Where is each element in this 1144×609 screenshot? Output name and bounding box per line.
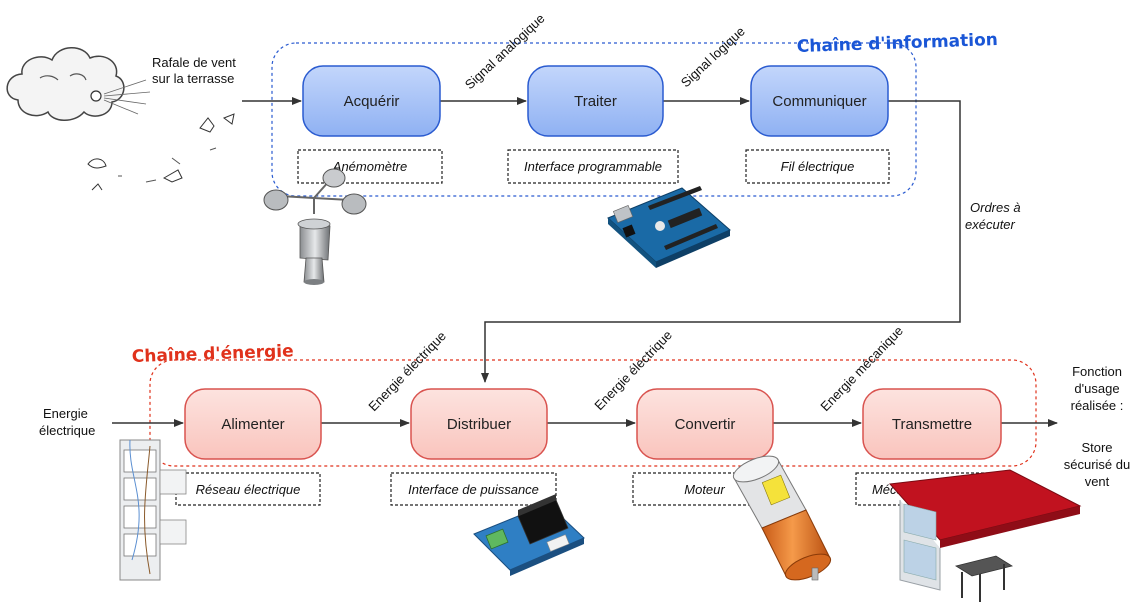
motor-icon	[732, 455, 832, 581]
awning-icon	[888, 469, 1082, 602]
anemometer-icon	[263, 168, 367, 285]
function-label: Transmettre	[892, 416, 972, 433]
function-label: Distribuer	[447, 416, 511, 433]
component-box-fil-electrique: Fil électrique	[745, 149, 890, 184]
function-alimenter: Alimenter	[184, 388, 322, 460]
component-label: Interface programmable	[524, 159, 662, 174]
component-label: Fil électrique	[781, 159, 855, 174]
result-line3: réalisée :	[1071, 398, 1124, 413]
component-label: Anémomètre	[332, 159, 407, 174]
information-chain-boundary	[271, 42, 917, 197]
energy-input-label-line2: électrique	[39, 423, 95, 438]
cloud-wind-icon	[6, 47, 235, 191]
breaker-panel-icon	[119, 439, 187, 581]
function-acquerir: Acquérir	[302, 65, 441, 137]
relay-module-icon	[473, 494, 585, 576]
wind-input-label-line1: Rafale de vent	[152, 55, 236, 70]
function-communiquer: Communiquer	[750, 65, 889, 137]
result-line4: Store	[1081, 440, 1112, 455]
component-box-reseau-electrique: Réseau électrique	[175, 472, 321, 506]
function-convertir: Convertir	[636, 388, 774, 460]
function-label: Traiter	[574, 93, 617, 110]
component-label: Moteur	[684, 482, 725, 497]
function-transmettre: Transmettre	[862, 388, 1002, 460]
function-traiter: Traiter	[527, 65, 664, 137]
wind-input-label-line2: sur la terrasse	[152, 71, 234, 86]
arduino-board-icon	[607, 186, 731, 268]
component-box-interface-puissance: Interface de puissance	[390, 472, 557, 506]
component-box-anemometre: Anémomètre	[297, 149, 443, 184]
energy-chain-title: Chaîne d'énergie	[131, 341, 293, 367]
result-line2: d'usage	[1074, 381, 1119, 396]
energy-input-label-line1: Energie	[43, 406, 88, 421]
function-label: Alimenter	[221, 416, 284, 433]
signal-logic-label: Signal logique	[678, 24, 748, 91]
function-label: Acquérir	[344, 93, 400, 110]
result-line6: vent	[1085, 474, 1110, 489]
component-label: Réseau électrique	[196, 482, 301, 497]
result-line5: sécurisé du	[1064, 457, 1130, 472]
orders-label-line1: Ordres à	[970, 200, 1021, 215]
function-label: Convertir	[675, 416, 736, 433]
result-line1: Fonction	[1072, 364, 1122, 379]
function-distribuer: Distribuer	[410, 388, 548, 460]
information-chain-title: Chaîne d'information	[796, 30, 998, 57]
orders-arrow	[481, 100, 961, 383]
orders-label-line2: exécuter	[965, 217, 1016, 232]
function-label: Communiquer	[772, 93, 866, 110]
component-box-interface-programmable: Interface programmable	[507, 149, 679, 184]
component-label: Interface de puissance	[408, 482, 539, 497]
